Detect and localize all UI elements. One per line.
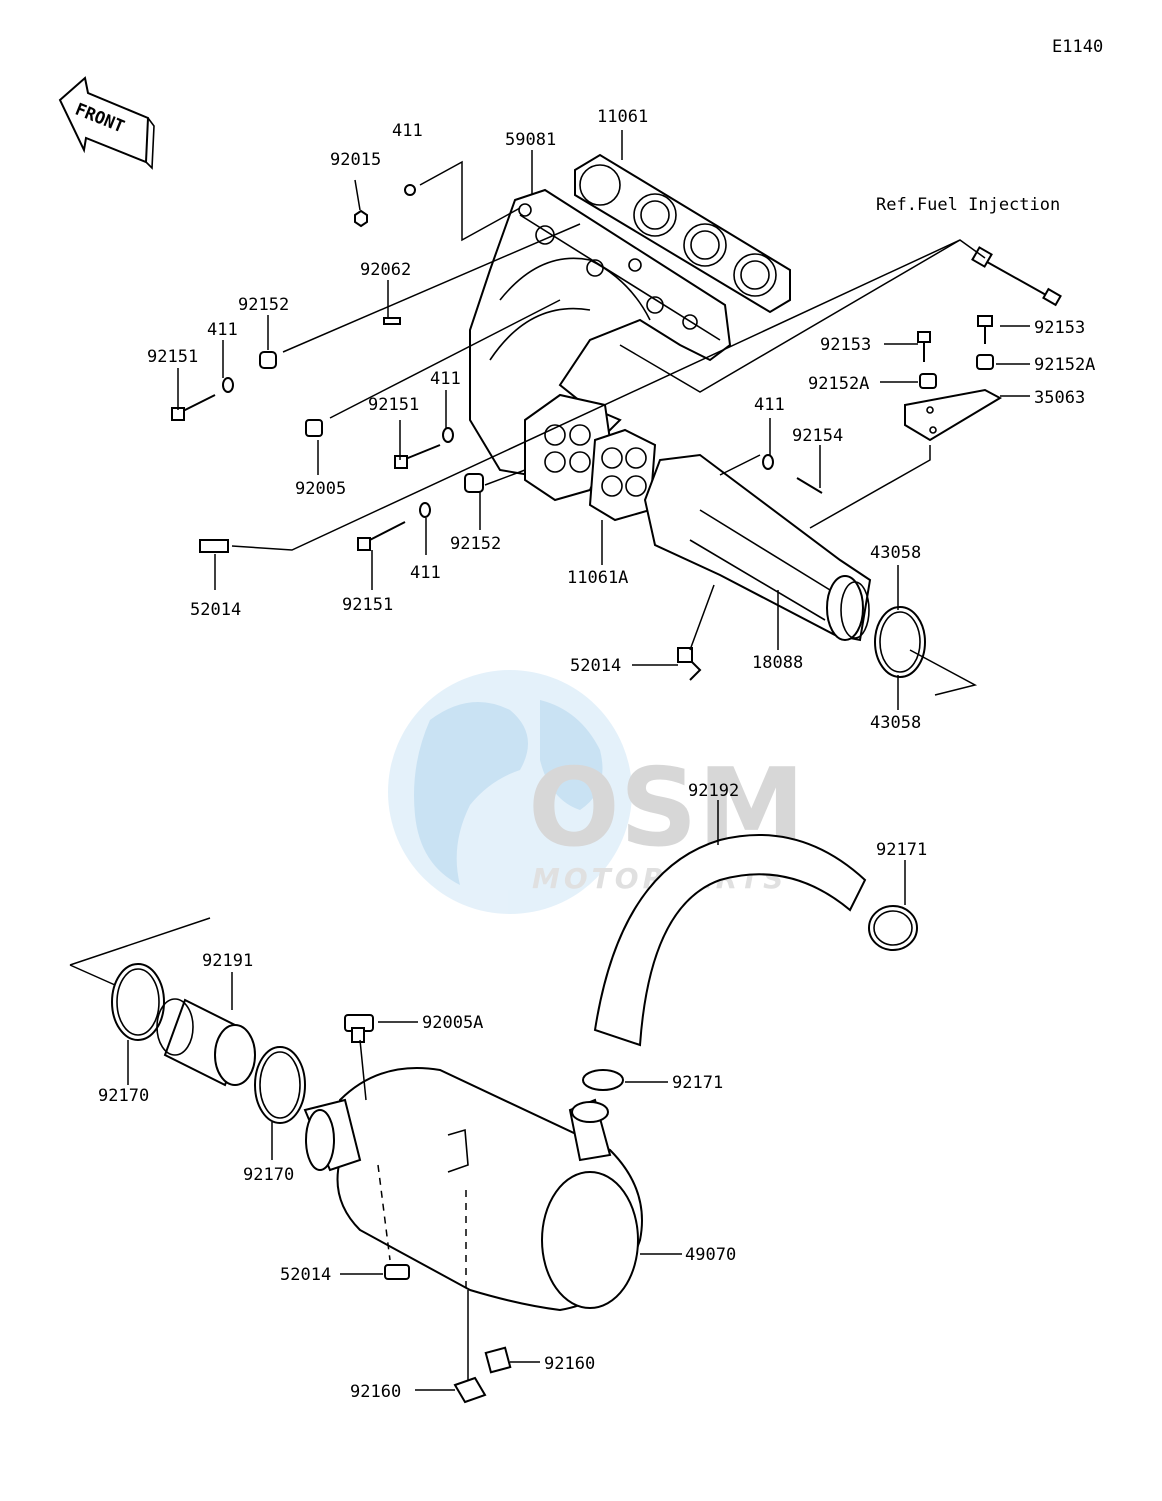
label-11061: 11061 [597, 107, 648, 127]
reference-note: Ref.Fuel Injection [876, 195, 1060, 215]
pad-92160-a [484, 1346, 512, 1374]
part-labels: 11061 59081 411 92015 92062 92152 411 92… [98, 107, 1095, 1402]
label-35063: 35063 [1034, 388, 1085, 408]
label-92171-lower: 92171 [672, 1073, 723, 1093]
label-92152-upper: 92152 [238, 295, 289, 315]
flange-gasket [588, 428, 657, 522]
label-92005A: 92005A [422, 1013, 483, 1033]
label-92152A-right: 92152A [1034, 355, 1095, 375]
hidden-lines [377, 1164, 467, 1290]
elbow-fitting-92005A [344, 1014, 374, 1043]
label-92152A-left: 92152A [808, 374, 869, 394]
watermark: OSM MOTORPARTS [388, 670, 805, 914]
label-92005: 92005 [295, 479, 346, 499]
label-11061A: 11061A [567, 568, 628, 588]
label-92171-upper: 92171 [876, 840, 927, 860]
muffler [303, 1067, 643, 1312]
label-411-top: 411 [392, 121, 423, 141]
label-92151-mid: 92151 [368, 395, 419, 415]
front-arrow-icon: FRONT [58, 76, 155, 170]
label-92154: 92154 [792, 426, 843, 446]
label-43058-upper: 43058 [870, 543, 921, 563]
label-411-mid: 411 [430, 369, 461, 389]
clamp-92171-lower [582, 1069, 624, 1091]
clamp-92170-right [254, 1046, 306, 1124]
pad-92160-b [453, 1376, 487, 1404]
exhaust-pipe [643, 453, 872, 642]
label-92192: 92192 [688, 781, 739, 801]
hose-92191 [156, 998, 256, 1087]
fuel-injection-connector [971, 246, 1062, 307]
label-92160-left: 92160 [350, 1382, 401, 1402]
label-52014-lower: 52014 [280, 1265, 331, 1285]
label-92015: 92015 [330, 150, 381, 170]
label-49070: 49070 [685, 1245, 736, 1265]
label-92151-lower: 92151 [342, 595, 393, 615]
label-92170-left: 92170 [98, 1086, 149, 1106]
label-52014-upper: 52014 [190, 600, 241, 620]
clamp-92171-upper [868, 905, 918, 951]
label-59081: 59081 [505, 130, 556, 150]
label-411-lower: 411 [410, 563, 441, 583]
label-52014-mid: 52014 [570, 656, 621, 676]
label-411-right: 411 [754, 395, 785, 415]
elbow-fitting-52014-lower [384, 1264, 410, 1280]
label-411-left: 411 [207, 320, 238, 340]
fasteners [171, 184, 994, 681]
label-92062: 92062 [360, 260, 411, 280]
manifold-gasket [574, 153, 791, 314]
label-43058-lower: 43058 [870, 713, 921, 733]
water-hose [593, 834, 867, 1047]
label-92152-lower: 92152 [450, 534, 501, 554]
label-92191: 92191 [202, 951, 253, 971]
label-92151-upper: 92151 [147, 347, 198, 367]
clamp-92170-left [111, 963, 165, 1041]
label-92153-left: 92153 [820, 335, 871, 355]
diagram-code: E1140 [1052, 37, 1103, 57]
label-18088: 18088 [752, 653, 803, 673]
bracket-35063 [904, 388, 1003, 442]
label-92160-right: 92160 [544, 1354, 595, 1374]
clamp-43058-upper [874, 606, 926, 678]
leader-lines [69, 130, 1030, 1391]
label-92170-right: 92170 [243, 1165, 294, 1185]
label-92153-right: 92153 [1034, 318, 1085, 338]
